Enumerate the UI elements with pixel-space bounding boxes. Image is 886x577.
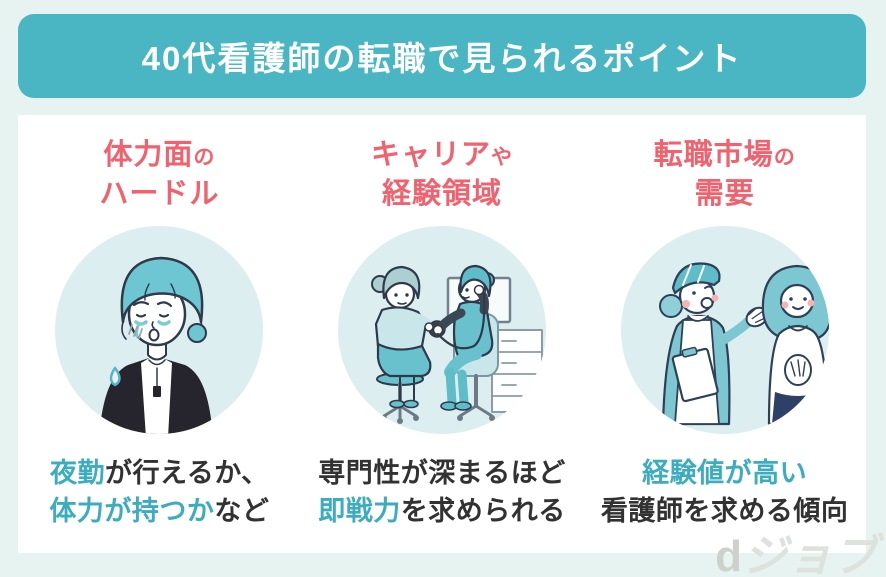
d-job-logo: dジョブ <box>715 535 878 577</box>
heading-text: 転職市場 <box>653 139 774 171</box>
caption-accent-text: 経験値が高い <box>642 458 808 488</box>
tired-nurse-illustration <box>55 226 264 434</box>
page-title: 40代看護師の転職で見られるポイント <box>141 40 743 77</box>
heading-particle: の <box>773 146 796 169</box>
illustration-circle <box>51 222 267 438</box>
illustration-circle <box>617 222 833 438</box>
caption-accent-text: 即戦力 <box>318 496 401 526</box>
content-card: 体力面の ハードル <box>18 115 866 553</box>
heading-particle: の <box>193 146 216 169</box>
caption-accent-text: 夜勤 <box>50 458 105 488</box>
column-physical-hurdle: 体力面の ハードル <box>18 115 301 553</box>
caption-dark-text: が行えるか、 <box>105 458 269 488</box>
title-banner: 40代看護師の転職で見られるポイント <box>18 14 866 98</box>
column-caption: 夜勤が行えるか、 体力が持つかなど <box>49 454 269 530</box>
heading-text: キャリア <box>371 139 492 171</box>
column-career-experience: キャリアや 経験領域 <box>301 115 584 553</box>
heading-text: 体力面 <box>103 139 194 171</box>
column-caption: 経験値が高い 看護師を求める傾向 <box>601 454 849 530</box>
caption-dark-text: 専門性が深まるほど <box>318 458 566 488</box>
heading-text-line2: 経験領域 <box>382 178 503 210</box>
blood-pressure-checkup-illustration <box>338 226 546 434</box>
d-job-logo-d: d <box>715 532 743 577</box>
column-heading: 体力面の ハードル <box>99 137 219 212</box>
heading-text-line2: ハードル <box>99 178 220 210</box>
column-market-demand: 転職市場の 需要 <box>583 115 866 553</box>
two-women-talking-illustration <box>620 226 829 434</box>
heading-particle: や <box>491 146 514 169</box>
caption-dark-text: を求められる <box>400 496 566 526</box>
d-job-logo-kana: ジョブ <box>743 532 878 577</box>
heading-text-line2: 需要 <box>694 178 755 210</box>
caption-dark-text: 看護師を求める傾向 <box>600 496 849 526</box>
caption-accent-text: 体力が持つか <box>49 496 215 526</box>
column-caption: 専門性が深まるほど 即戦力を求められる <box>318 454 566 530</box>
illustration-circle <box>334 222 550 438</box>
column-heading: 転職市場の 需要 <box>654 137 796 212</box>
caption-dark-text: など <box>214 496 270 526</box>
column-heading: キャリアや 経験領域 <box>371 137 513 212</box>
